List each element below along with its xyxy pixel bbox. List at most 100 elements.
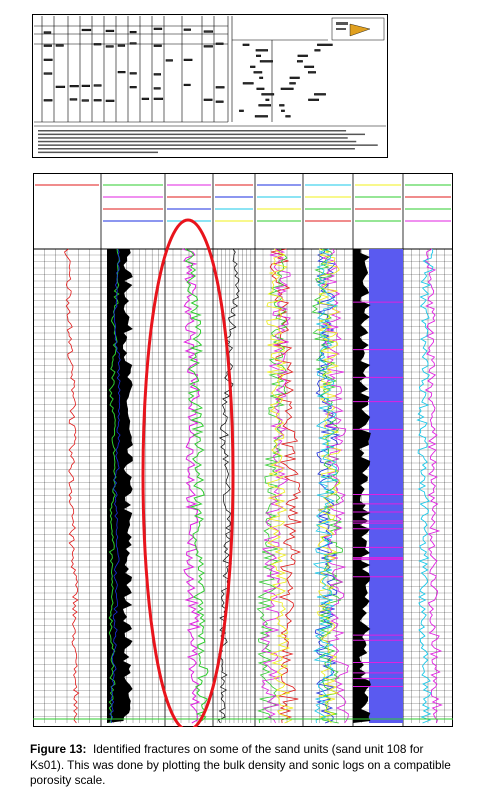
header-text-mark bbox=[203, 98, 213, 101]
header-text-mark bbox=[153, 44, 162, 47]
header-text-mark bbox=[43, 99, 53, 102]
auxiliary-curve bbox=[217, 248, 240, 724]
header-text-mark bbox=[256, 87, 265, 90]
header-text-mark bbox=[43, 31, 52, 34]
header-text-mark bbox=[55, 85, 66, 88]
header-text-mark bbox=[183, 58, 193, 61]
header-text-mark bbox=[256, 54, 262, 57]
header-note-line bbox=[38, 137, 348, 139]
gamma-curve bbox=[108, 248, 120, 724]
header-text-mark bbox=[69, 98, 78, 101]
header-note-line bbox=[38, 130, 347, 132]
header-text-mark bbox=[259, 76, 264, 79]
header-note-line bbox=[38, 144, 378, 146]
header-note-line bbox=[38, 148, 355, 150]
header-text-mark bbox=[242, 43, 250, 46]
porosity-curve bbox=[266, 248, 294, 724]
header-text-mark bbox=[165, 59, 173, 62]
header-text-mark bbox=[296, 60, 303, 63]
header-text-mark bbox=[314, 93, 326, 96]
header-text-mark bbox=[117, 44, 126, 47]
header-text-mark bbox=[129, 72, 137, 75]
header-text-mark bbox=[250, 65, 256, 68]
header-text-mark bbox=[215, 100, 224, 103]
header-text-mark bbox=[279, 104, 285, 107]
header-text-mark bbox=[304, 65, 315, 68]
header-text-mark bbox=[261, 93, 275, 96]
resistivity-shallow-curve bbox=[416, 248, 434, 724]
resistivity-curve bbox=[64, 248, 80, 724]
header-text-mark bbox=[117, 71, 126, 74]
header-text-mark bbox=[105, 99, 115, 102]
header-table-grid bbox=[34, 16, 386, 127]
header-text-mark bbox=[183, 83, 191, 87]
log-header-sheet bbox=[32, 14, 388, 158]
porosity-curve bbox=[256, 248, 288, 724]
header-note-line bbox=[38, 133, 365, 136]
shale-fill bbox=[353, 249, 371, 723]
porosity-fill bbox=[369, 249, 403, 723]
header-text-mark bbox=[81, 99, 89, 102]
header-text-mark bbox=[129, 42, 137, 45]
header-text-mark bbox=[242, 82, 254, 85]
header-text-mark bbox=[258, 104, 272, 107]
header-text-mark bbox=[280, 87, 294, 90]
header-text-mark bbox=[93, 99, 102, 102]
header-text-mark bbox=[297, 54, 308, 57]
sonic-curve bbox=[184, 248, 209, 724]
lithology-fill bbox=[107, 249, 133, 723]
header-text-mark bbox=[43, 72, 53, 75]
header-text-mark bbox=[105, 45, 114, 48]
header-text-mark bbox=[129, 30, 137, 34]
header-text-mark bbox=[93, 43, 102, 46]
header-note-line bbox=[38, 140, 357, 143]
header-text-mark bbox=[307, 71, 316, 74]
header-text-mark bbox=[265, 98, 270, 101]
figure-caption-text: Identified fractures on some of the sand… bbox=[30, 742, 451, 787]
header-text-mark bbox=[153, 27, 163, 30]
header-text-mark bbox=[105, 29, 115, 33]
figure-label: Figure 13: bbox=[30, 742, 87, 756]
header-text-mark bbox=[215, 86, 225, 89]
header-text-mark bbox=[203, 30, 213, 33]
header-text-mark bbox=[141, 97, 150, 100]
header-text-mark bbox=[203, 45, 213, 48]
figure-caption: Figure 13: Identified fractures on some … bbox=[30, 742, 460, 789]
fracture-highlight-ellipse bbox=[141, 218, 235, 727]
header-text-mark bbox=[254, 115, 268, 118]
header-text-mark bbox=[239, 109, 244, 112]
header-text-mark bbox=[55, 44, 64, 47]
header-note-line bbox=[38, 151, 158, 154]
header-text-mark bbox=[93, 84, 102, 87]
header-text-mark bbox=[259, 60, 273, 63]
porosity-curve bbox=[269, 248, 302, 724]
density-curve bbox=[182, 248, 202, 724]
well-log-plot bbox=[33, 173, 453, 727]
header-text-mark bbox=[317, 43, 333, 46]
header-text-mark bbox=[43, 44, 52, 47]
header-text-mark bbox=[314, 49, 321, 52]
header-text-mark bbox=[285, 115, 291, 118]
neutron-curve bbox=[312, 248, 339, 724]
header-text-mark bbox=[253, 71, 263, 74]
header-text-mark bbox=[255, 49, 268, 52]
resistivity-deep-curve bbox=[424, 248, 443, 724]
header-text-mark bbox=[69, 85, 79, 88]
header-text-mark bbox=[153, 73, 162, 76]
header-text-mark bbox=[308, 98, 319, 101]
header-text-mark bbox=[153, 97, 164, 100]
logo-icon bbox=[331, 17, 385, 41]
header-text-mark bbox=[81, 84, 90, 87]
caliper-curve bbox=[109, 248, 121, 724]
header-text-mark bbox=[129, 86, 137, 89]
header-text-mark bbox=[43, 58, 53, 61]
log-curves bbox=[33, 248, 453, 724]
header-text-mark bbox=[289, 82, 296, 85]
header-text-mark bbox=[153, 87, 161, 90]
header-text-mark bbox=[281, 109, 285, 112]
header-text-mark bbox=[183, 28, 191, 31]
porosity-curve bbox=[259, 248, 292, 724]
header-text-mark bbox=[81, 28, 92, 32]
header-notes-block bbox=[38, 130, 378, 154]
header-text-mark bbox=[215, 42, 224, 45]
